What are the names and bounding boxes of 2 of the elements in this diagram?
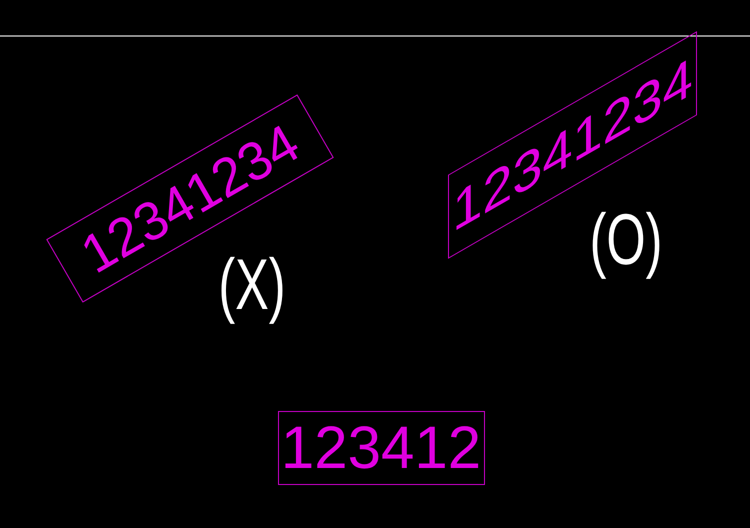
- text-frame: [278, 411, 484, 485]
- digit-text: 123412: [280, 418, 482, 478]
